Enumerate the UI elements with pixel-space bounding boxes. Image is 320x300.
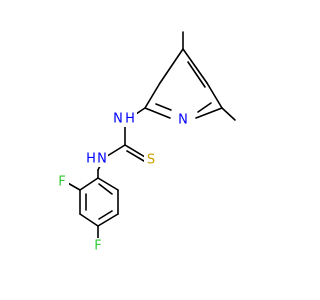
bond (182, 48, 208, 84)
bond (159, 48, 184, 84)
bond (79, 213, 99, 227)
bond (98, 210, 113, 220)
bond (97, 177, 119, 191)
structure-canvas: N N H H N S F F (55, 31, 236, 254)
bond (221, 107, 236, 121)
pyridine-nitrogen-label: N (178, 113, 188, 128)
bond (144, 107, 171, 119)
bond (79, 177, 99, 191)
bond (206, 82, 223, 109)
fluorine-label: F (94, 239, 101, 254)
bond (195, 107, 223, 119)
sulfur-label: S (147, 153, 155, 168)
amine-nitrogen-label: N (113, 112, 123, 127)
bond (98, 183, 113, 195)
atom-label-layer: N N H H N S F F (55, 110, 190, 254)
bond (197, 102, 212, 113)
molecule-diagram: N N H H N S F F (55, 31, 236, 254)
bond (144, 82, 161, 109)
amine-hydrogen-label: H (86, 152, 96, 167)
bond (155, 103, 172, 111)
amine-nitrogen-label: N (97, 152, 107, 167)
fluorine-label: F (58, 175, 65, 190)
amine-hydrogen-label: H (125, 112, 135, 127)
bond (97, 213, 119, 227)
bond (187, 61, 206, 88)
bond-layer (65, 31, 236, 241)
